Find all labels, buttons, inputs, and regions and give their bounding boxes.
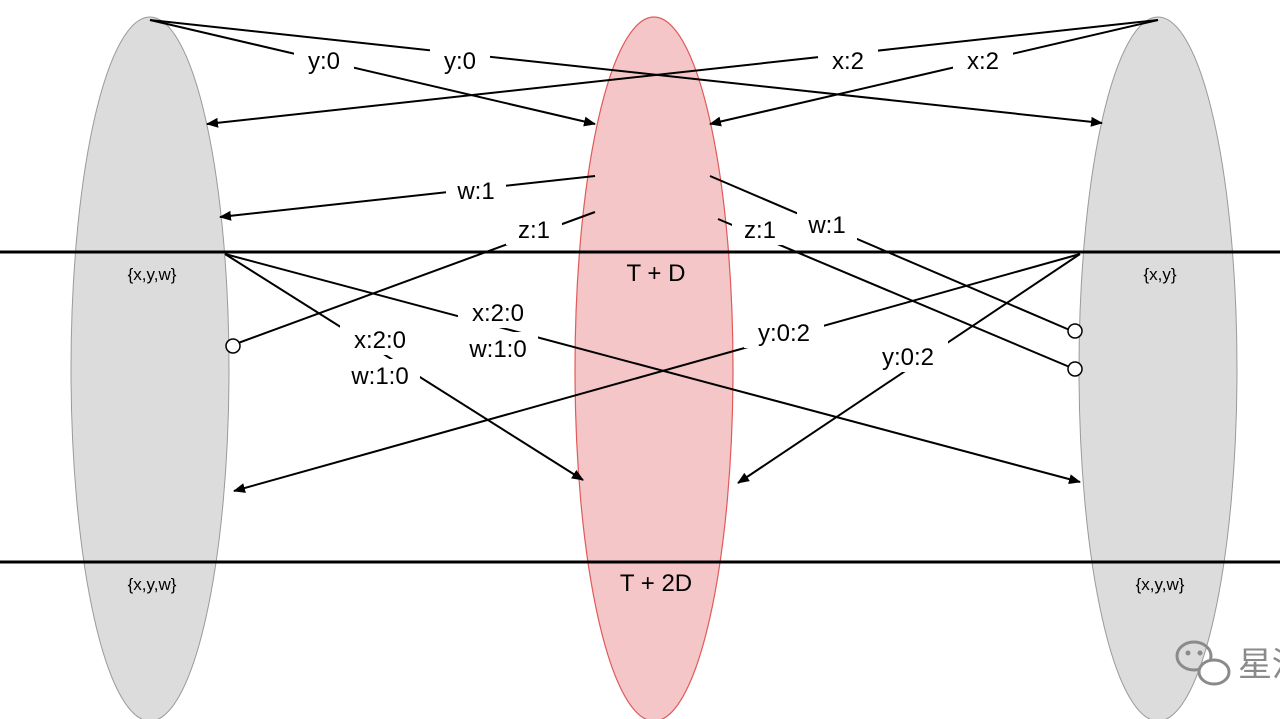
arrow-y0-a bbox=[149, 19, 596, 127]
label-w1-left: w:1 bbox=[456, 178, 494, 205]
left-state-2: {x,y,w} bbox=[128, 575, 177, 594]
endpoint-right-2 bbox=[1067, 361, 1083, 377]
label-z1-right: z:1 bbox=[744, 217, 776, 244]
arrow-y02-a bbox=[233, 253, 1081, 493]
label-y0-b: y:0 bbox=[444, 48, 476, 75]
endpoint-right-1 bbox=[1067, 323, 1083, 339]
endpoint-left bbox=[225, 338, 241, 354]
label-w1-right: w:1 bbox=[807, 212, 845, 239]
right-state-2: {x,y,w} bbox=[1136, 575, 1185, 594]
left-state-1: {x,y,w} bbox=[128, 265, 177, 284]
left-replica bbox=[70, 16, 230, 719]
label-x2-b: x:2 bbox=[967, 48, 999, 75]
arrow-w1-left bbox=[219, 175, 596, 221]
right-replica bbox=[1078, 16, 1238, 719]
label-w10-mid: w:1:0 bbox=[468, 336, 526, 363]
arrow-x20-mid bbox=[224, 253, 1081, 484]
label-x2-a: x:2 bbox=[832, 48, 864, 75]
wechat-icon bbox=[1175, 640, 1231, 686]
arrow-x2-b bbox=[709, 19, 1159, 127]
label-x20-left: x:2:0 bbox=[354, 327, 406, 354]
label-y02-a: y:0:2 bbox=[758, 320, 810, 347]
arrow-x2-a bbox=[206, 19, 1159, 128]
watermark-text: 星河 bbox=[1238, 645, 1280, 685]
label-w10-left: w:1:0 bbox=[350, 363, 408, 390]
label-y0-a: y:0 bbox=[308, 48, 340, 75]
label-z1-left: z:1 bbox=[518, 217, 550, 244]
arrow-y0-b bbox=[149, 19, 1103, 127]
middle-state-2: T + 2D bbox=[620, 570, 692, 597]
middle-state-1: T + D bbox=[627, 260, 686, 287]
label-x20-mid: x:2:0 bbox=[472, 300, 524, 327]
line-w1-right bbox=[709, 175, 1073, 332]
right-state-1: {x,y} bbox=[1143, 265, 1176, 284]
label-y02-b: y:0:2 bbox=[882, 344, 934, 371]
